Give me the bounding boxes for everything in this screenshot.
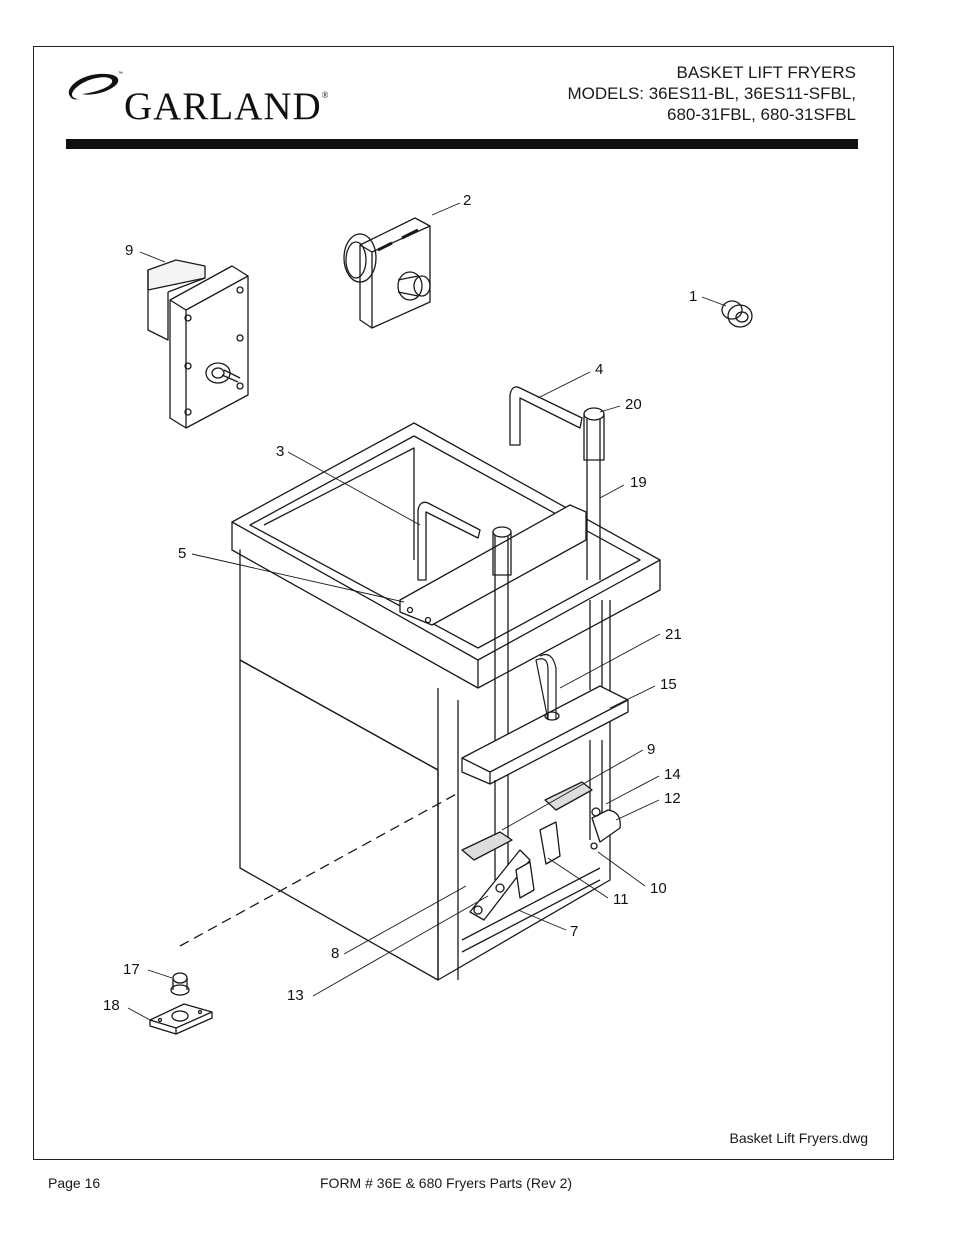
page-number: Page 16 — [48, 1175, 101, 1191]
callout-18: 18 — [103, 997, 120, 1014]
callout-9-motor: 9 — [125, 242, 134, 259]
callout-17: 17 — [123, 961, 140, 978]
title-line-3: 680-31FBL, 680-31SFBL — [666, 105, 856, 124]
part-17-drain-bushing — [170, 972, 190, 996]
callout-9-switch: 9 — [647, 741, 656, 758]
part-9-gear-motor — [147, 259, 249, 429]
title-line-1: BASKET LIFT FRYERS — [676, 63, 856, 82]
callout-15: 15 — [660, 676, 677, 693]
svg-text:™: ™ — [118, 71, 123, 77]
header-rule — [66, 139, 858, 149]
drawing-frame — [33, 46, 894, 1160]
callout-19: 19 — [630, 474, 647, 491]
leader-lines — [127, 202, 727, 1021]
part-1-bushing — [721, 300, 753, 328]
fryer-body — [231, 407, 661, 981]
title-line-2: MODELS: 36ES11-BL, 36ES11-SFBL, — [567, 84, 856, 103]
callout-10: 10 — [650, 880, 667, 897]
callout-7: 7 — [570, 923, 579, 940]
garland-logo-swoosh: ™ — [68, 71, 123, 100]
part-2-control-switch — [343, 217, 431, 329]
brand-name: GARLAND — [124, 85, 322, 128]
callout-12: 12 — [664, 790, 681, 807]
form-number: FORM # 36E & 680 Fryers Parts (Rev 2) — [320, 1175, 573, 1191]
callout-4: 4 — [595, 361, 604, 378]
callout-8: 8 — [331, 945, 340, 962]
callout-2: 2 — [463, 192, 472, 209]
garland-logo: GARLAND® — [124, 84, 330, 129]
callout-14: 14 — [664, 766, 681, 783]
document-title: BASKET LIFT FRYERS MODELS: 36ES11-BL, 36… — [567, 62, 856, 125]
callout-3: 3 — [276, 443, 285, 460]
part-18-plate — [149, 1003, 213, 1035]
assembly-dashed-line — [179, 791, 461, 947]
callout-20: 20 — [625, 396, 642, 413]
callout-11: 11 — [613, 891, 629, 908]
drawing-filename: Basket Lift Fryers.dwg — [729, 1130, 869, 1146]
callout-13: 13 — [287, 987, 304, 1004]
registered-mark: ® — [321, 90, 330, 100]
part-4-hanger-rod — [509, 386, 583, 446]
callout-21: 21 — [665, 626, 682, 643]
callout-5: 5 — [178, 545, 187, 562]
callout-1: 1 — [689, 288, 698, 305]
